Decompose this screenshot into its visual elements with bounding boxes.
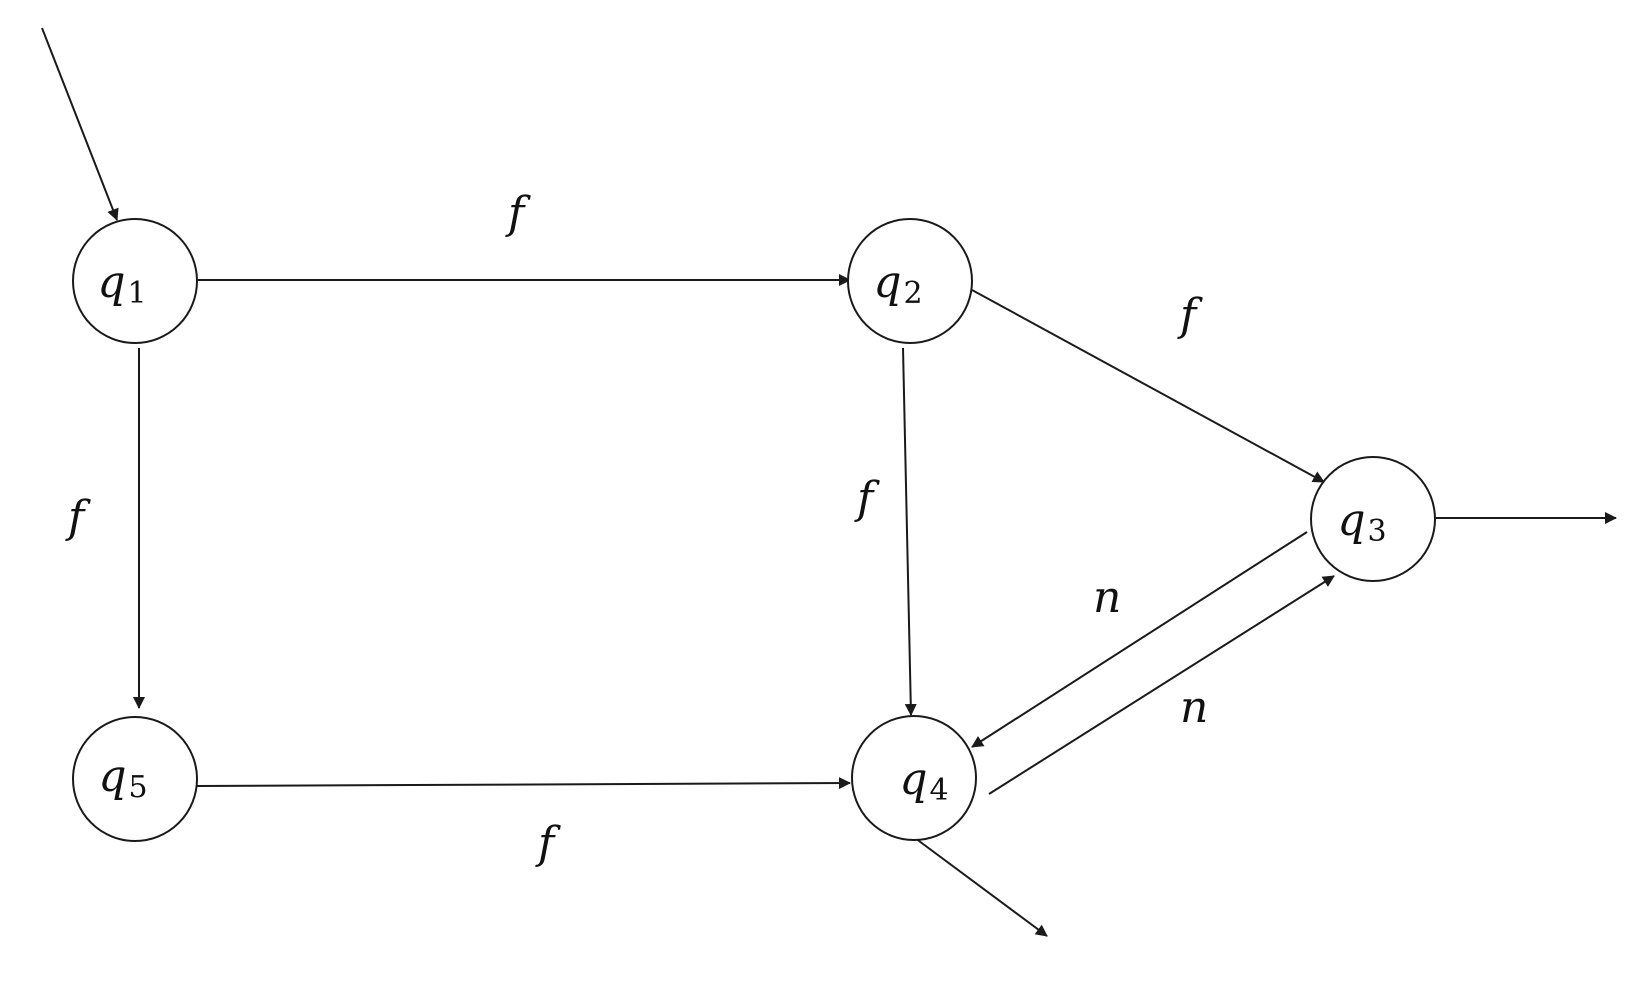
- svg-text:q5: q5: [98, 751, 147, 805]
- edge-q3-q4: [971, 531, 1308, 748]
- svg-text:q3: q3: [1337, 495, 1386, 549]
- final-arrow-q4: [914, 837, 1048, 937]
- edge-q4-q3: [988, 575, 1335, 795]
- edge-label-q1-q2: f: [505, 188, 531, 239]
- state-q2: q2: [847, 218, 973, 344]
- edge-label-q5-q4: f: [535, 818, 561, 869]
- edge-label-q3-q4: n: [1093, 572, 1121, 623]
- state-q1: q1: [72, 218, 198, 344]
- initial-arrow: [41, 27, 119, 221]
- svg-text:q4: q4: [899, 754, 948, 808]
- svg-text:q2: q2: [873, 257, 922, 311]
- edge-q5-q4: [196, 777, 851, 790]
- state-q3: q3: [1310, 456, 1436, 582]
- svg-text:q1: q1: [97, 257, 146, 311]
- state-q4: q4: [851, 715, 977, 841]
- edge-label-q2-q4: f: [854, 473, 880, 524]
- state-q5: q5: [72, 716, 198, 842]
- edge-q2-q4: [902, 347, 917, 716]
- edge-q2-q3: [971, 289, 1325, 483]
- edge-label-q1-q5: f: [65, 492, 91, 543]
- edge-label-q4-q3: n: [1180, 682, 1208, 733]
- edge-label-q2-q3: f: [1177, 290, 1203, 341]
